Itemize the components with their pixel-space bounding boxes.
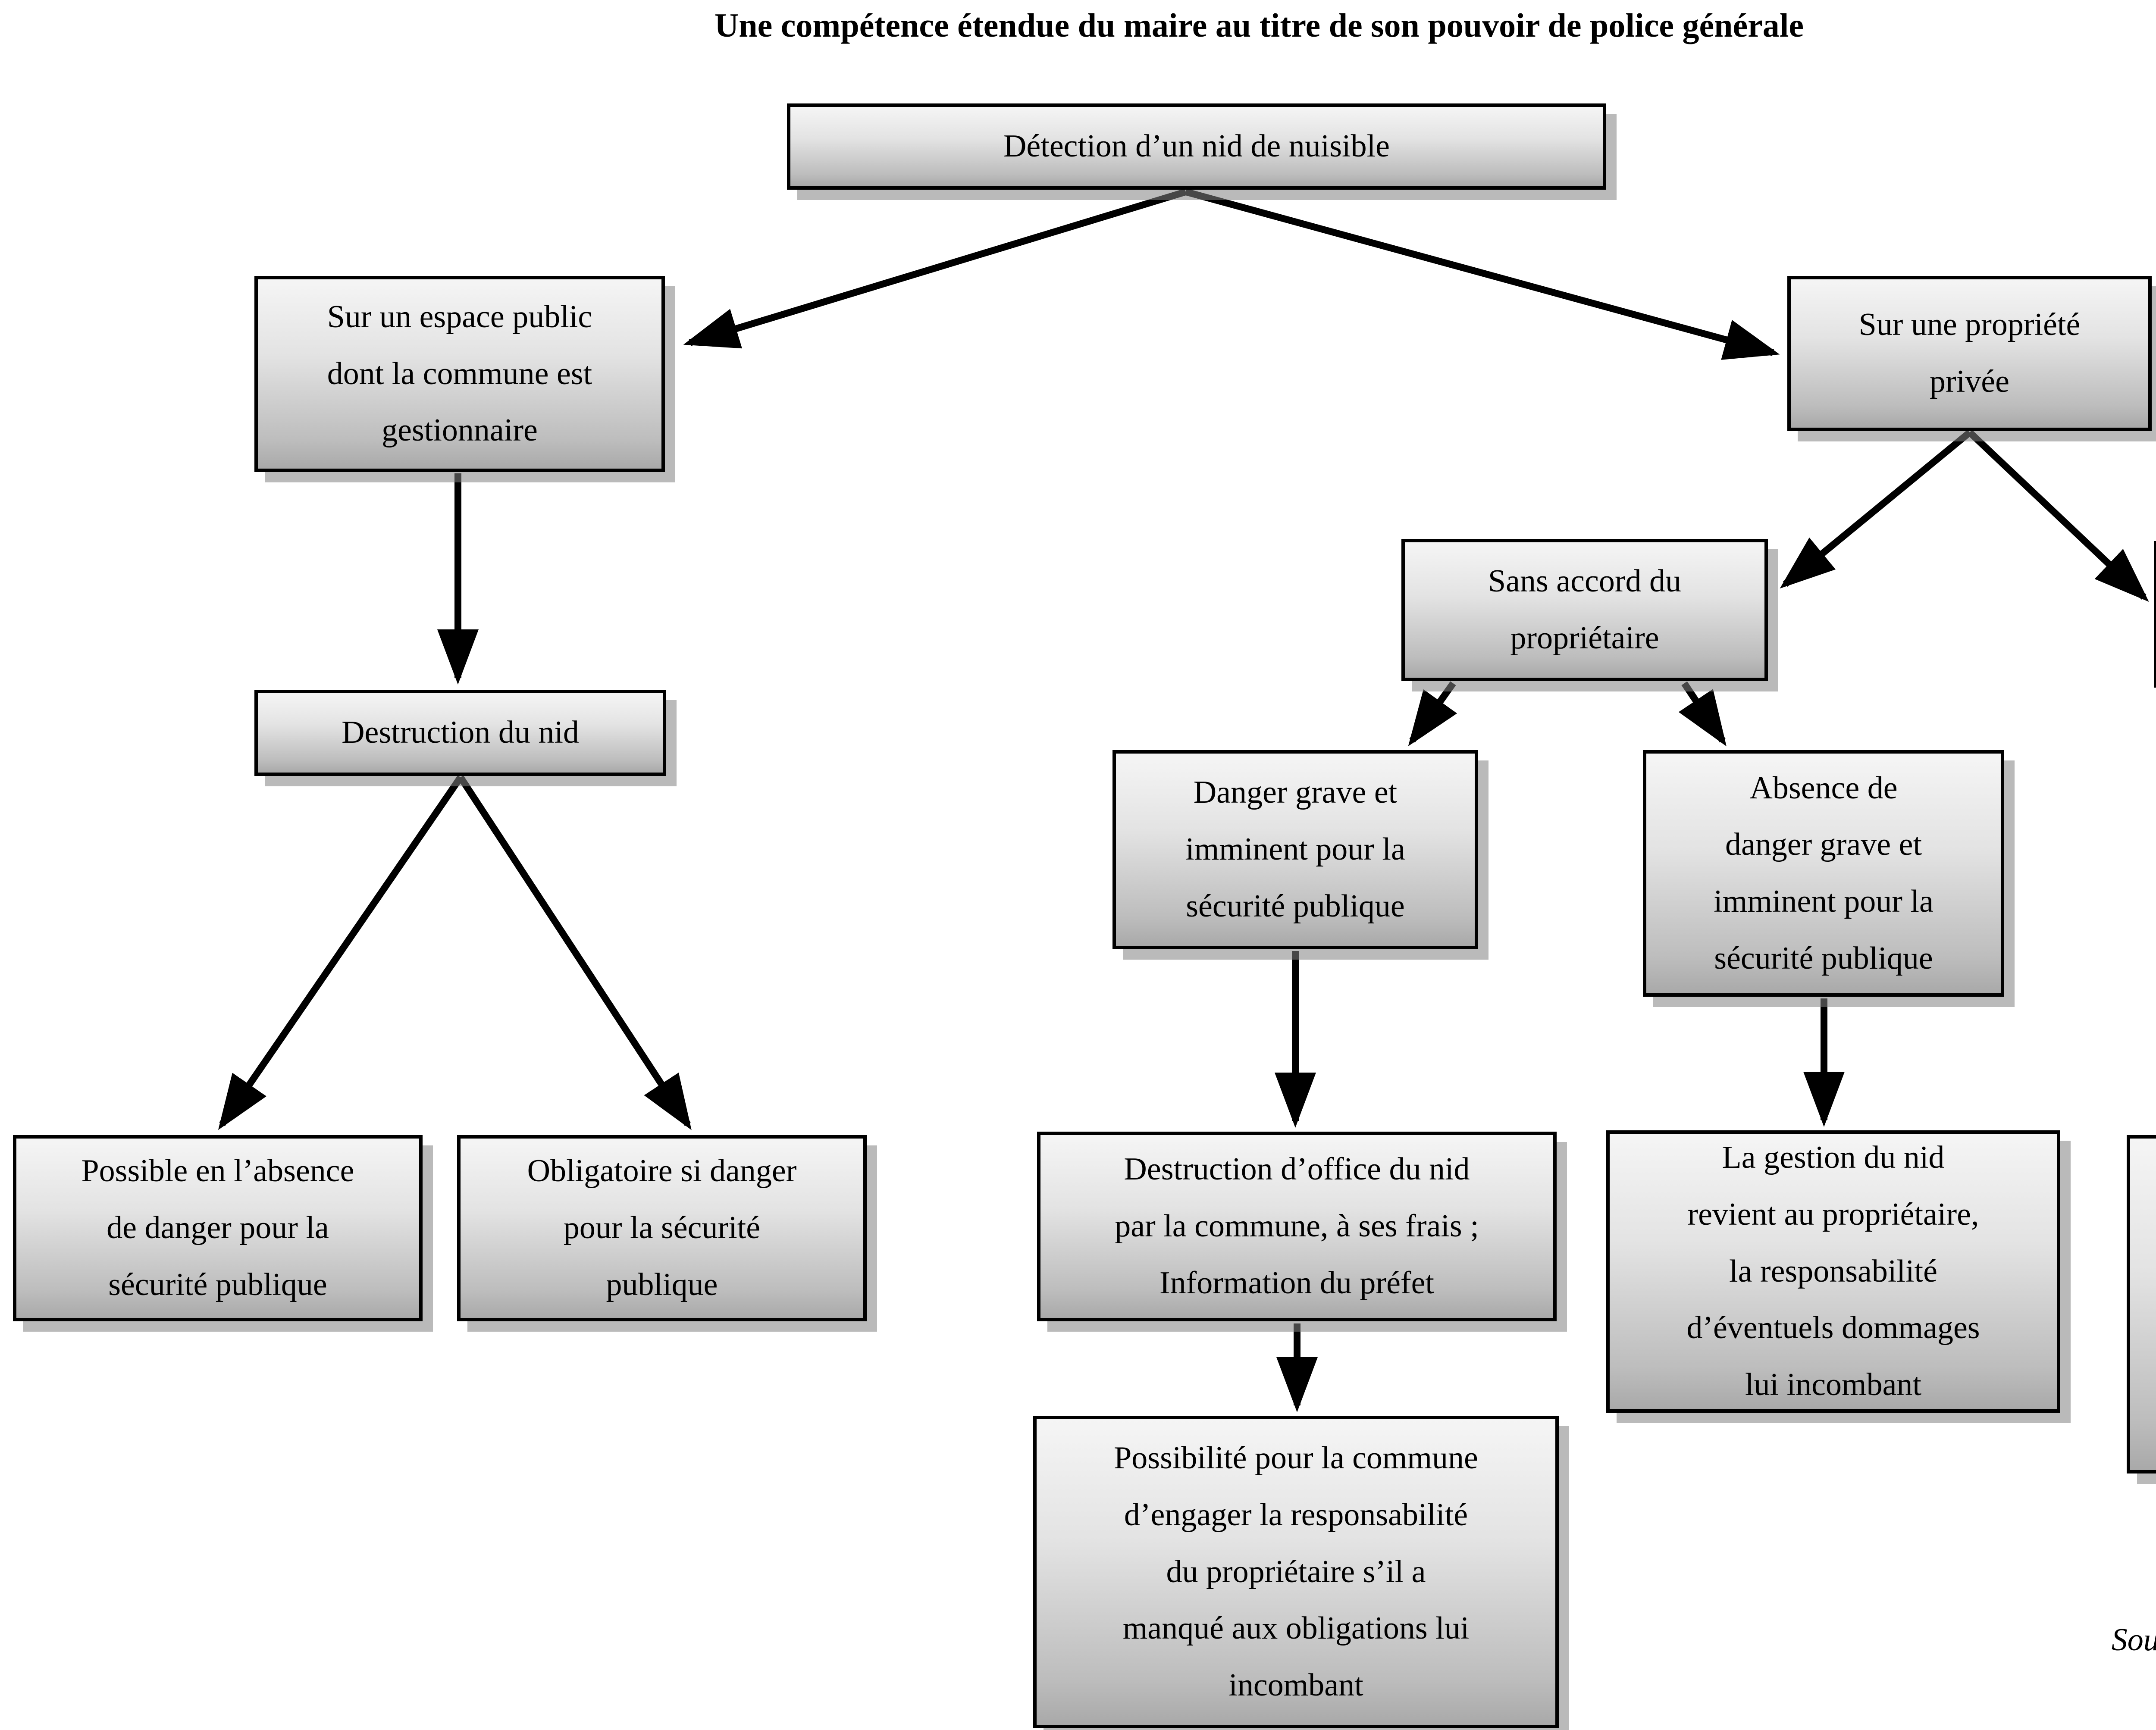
node-destruction-office: Destruction d’office du nid par la commu…: [1037, 1132, 1557, 1321]
arrow-detection-to-espace-public: [683, 188, 1187, 349]
node-possibilite-intervention: Possibilité d’intervention ou de prise e…: [2127, 1135, 2156, 1473]
node-possible-absence-danger: Possible en l’absence de danger pour la …: [13, 1135, 423, 1321]
node-absence-danger: Absence de danger grave et imminent pour…: [1643, 750, 2004, 997]
page-title: Une compétence étendue du maire au titre…: [714, 6, 1804, 44]
arrow-propriete-privee-to-avec-accord: [1967, 430, 2149, 602]
node-detection-nid: Détection d’un nid de nuisible: [787, 103, 1606, 190]
arrow-detection-to-propriete-privee: [1185, 188, 1780, 360]
arrow-sans-accord-to-absence-danger: [1678, 681, 1727, 747]
node-gestion-nid: La gestion du nid revient au propriétair…: [1606, 1130, 2060, 1413]
node-obligatoire-si-danger: Obligatoire si danger pour la sécurité p…: [457, 1135, 867, 1321]
node-possibilite-commune: Possibilité pour la commune d’engager la…: [1033, 1416, 1559, 1728]
arrow-destruction-nid-to-obligatoire: [458, 775, 692, 1130]
source-note: Source : commission des lois: [2111, 1622, 2156, 1658]
node-destruction-nid: Destruction du nid: [254, 690, 666, 776]
arrow-destruction-nid-to-possible: [218, 775, 464, 1130]
arrow-propriete-privee-to-sans-accord: [1780, 429, 1972, 589]
node-sans-accord: Sans accord du propriétaire: [1401, 539, 1768, 681]
node-propriete-privee: Sur une propriété privée: [1787, 276, 2152, 431]
node-avec-accord: Avec accord du propriétaire: [2154, 541, 2156, 688]
node-espace-public: Sur un espace public dont la commune est…: [254, 276, 665, 472]
arrow-sans-accord-to-danger-grave: [1408, 681, 1457, 747]
node-danger-grave: Danger grave et imminent pour la sécurit…: [1112, 750, 1478, 949]
